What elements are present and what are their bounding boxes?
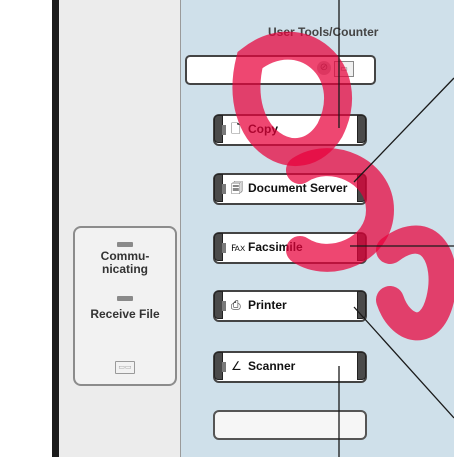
scanner-icon: ∠ [231, 359, 242, 373]
key-right-cap [357, 291, 366, 319]
panel-divider [52, 0, 59, 457]
communicating-label: Commu-nicating [100, 249, 150, 276]
receive-file-indicator [117, 296, 133, 301]
scanner-key[interactable]: ∠ Scanner [213, 351, 367, 383]
key-indicator [222, 362, 226, 372]
key-right-cap [357, 352, 366, 380]
communicating-indicator [117, 242, 133, 247]
key-indicator [222, 301, 226, 311]
key-right-cap [357, 115, 366, 143]
scanner-label: Scanner [248, 359, 296, 373]
left-strip [0, 0, 52, 457]
printer-label: Printer [248, 298, 287, 312]
watermark-shape [232, 31, 454, 341]
facsimile-icon: ℻ [231, 240, 246, 254]
copy-icon: 🗋 [231, 122, 241, 136]
key-indicator [222, 243, 226, 253]
receive-file-label: Receive File [90, 307, 160, 321]
printer-key[interactable]: ⎙ Printer [213, 290, 367, 322]
document-server-icon: 🗐 [231, 181, 243, 195]
blank-key[interactable] [213, 410, 367, 440]
key-indicator [222, 125, 226, 135]
memory-icon: ▭▭ [115, 361, 135, 374]
document-server-label: Document Server [248, 181, 348, 195]
printer-icon: ⎙ [231, 298, 241, 312]
callout-lines [338, 0, 454, 457]
key-indicator [222, 184, 226, 194]
status-box: Commu-nicating Receive File ▭▭ [73, 226, 177, 386]
